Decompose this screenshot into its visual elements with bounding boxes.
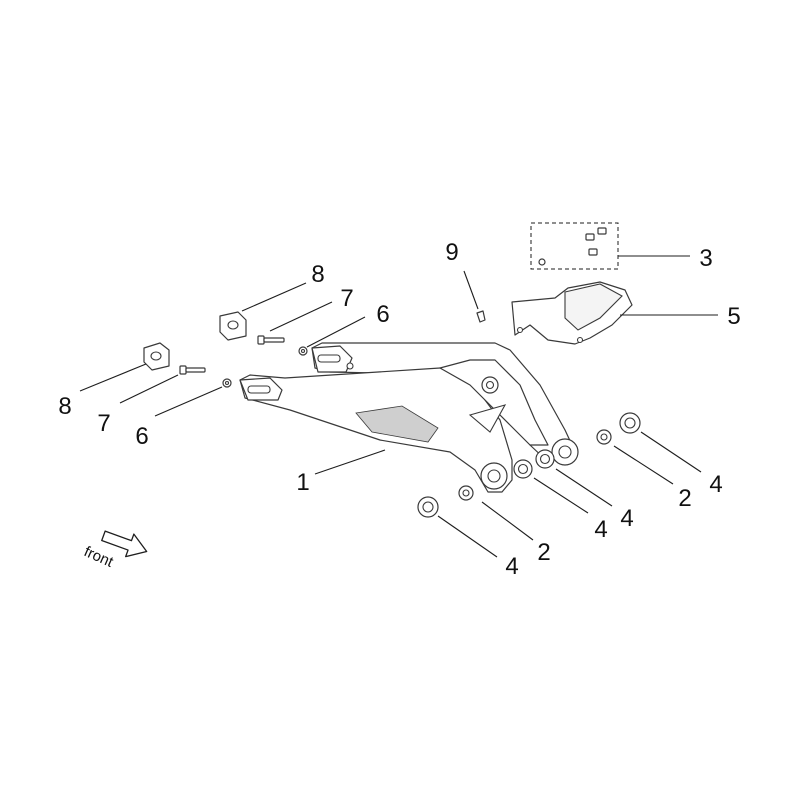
callout-9: 9 — [445, 239, 458, 266]
callout-3: 3 — [699, 245, 712, 272]
callout-2a: 2 — [537, 539, 550, 566]
slider-pad-8a — [219, 311, 247, 341]
callout-7b: 7 — [97, 410, 110, 437]
callout-5: 5 — [727, 303, 740, 330]
callout-6a: 6 — [376, 301, 389, 328]
nut-6a — [298, 346, 308, 356]
callout-4d: 4 — [709, 471, 722, 498]
bearing-4c — [535, 449, 555, 469]
callout-4c: 4 — [620, 505, 633, 532]
screw-part-9 — [476, 310, 486, 323]
callout-7a: 7 — [340, 285, 353, 312]
washer-2b — [596, 429, 612, 445]
callout-8a: 8 — [311, 261, 324, 288]
leader-lines — [79, 255, 718, 558]
slider-pad-8b — [143, 342, 170, 371]
hardware-kit-box — [530, 222, 619, 270]
callout-8b: 8 — [58, 393, 71, 420]
bolt-7a — [257, 335, 285, 345]
callout-2b: 2 — [678, 485, 691, 512]
callout-4b: 4 — [594, 516, 607, 543]
nut-6b — [222, 378, 232, 388]
front-indicator: front — [81, 530, 148, 571]
callout-6b: 6 — [135, 423, 148, 450]
bearing-4a — [417, 496, 439, 518]
callout-labels: 1 2 2 3 4 4 4 4 5 6 6 7 7 8 8 9 — [58, 239, 740, 580]
chain-guard-part — [511, 281, 633, 345]
front-label: front — [81, 543, 116, 571]
washer-2a — [458, 485, 474, 501]
callout-1: 1 — [296, 469, 309, 496]
front-arrow-icon — [101, 530, 148, 558]
bolt-7b — [179, 365, 206, 375]
bearing-4d — [619, 412, 641, 434]
swingarm-part — [239, 342, 579, 493]
callout-4a: 4 — [505, 553, 518, 580]
bearing-4b — [513, 459, 533, 479]
